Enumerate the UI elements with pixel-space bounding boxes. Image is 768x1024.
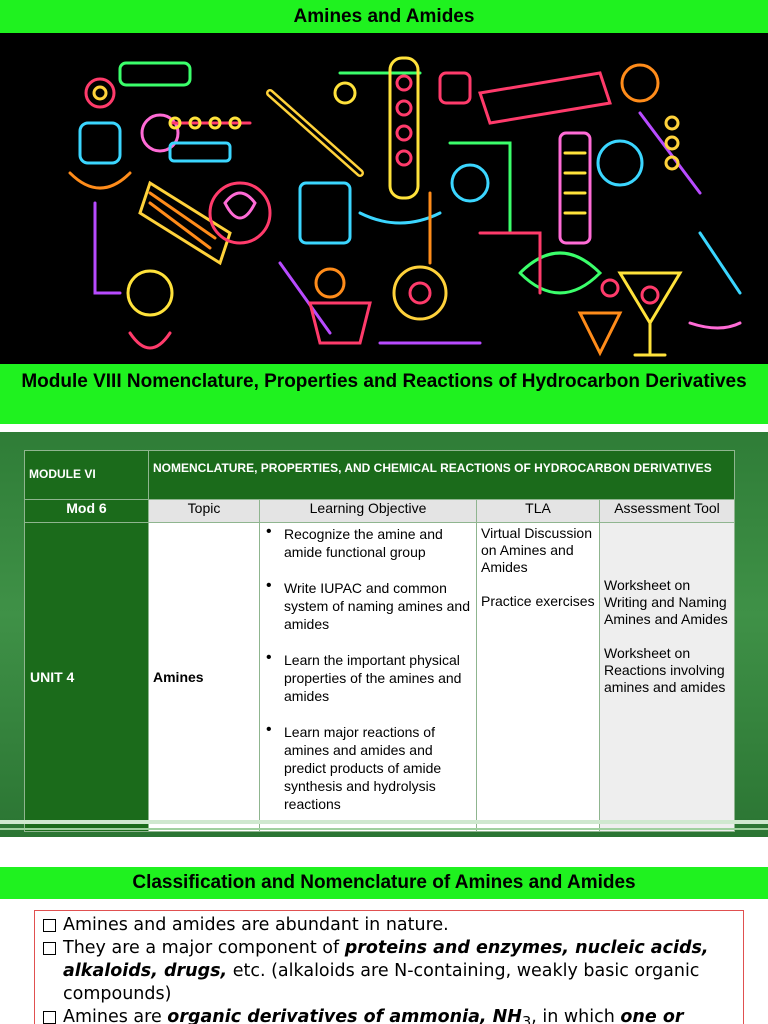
header-assessment-tool: Assessment Tool [598, 499, 736, 523]
slide3-title: Classification and Nomenclature of Amine… [0, 867, 768, 899]
objective-item: Learn the important physical properties … [266, 649, 474, 705]
module-label: MODULE VI [24, 450, 149, 500]
bullet-text: etc. (alkaloids are N-containing, weakly… [63, 961, 700, 1004]
bullet-text: Amines and amides are abundant in nature… [63, 915, 449, 935]
header-learning-objective: Learning Objective [259, 499, 477, 523]
tla-cell: Virtual Discussion on Amines and Amides … [476, 522, 600, 832]
tla-item: Practice exercises [481, 593, 595, 609]
slide1-subtitle: Module VIII Nomenclature, Properties and… [0, 364, 768, 424]
objective-item: Recognize the amine and amide functional… [266, 523, 474, 561]
objectives-cell: Recognize the amine and amide functional… [259, 522, 477, 832]
unit-label: UNIT 4 [24, 522, 149, 832]
topic-cell: Amines [148, 522, 260, 832]
header-topic: Topic [148, 499, 260, 523]
assessment-item: Worksheet on Reactions involving amines … [604, 645, 726, 695]
neon-machine-illustration [0, 33, 768, 364]
module-name: NOMENCLATURE, PROPERTIES, AND CHEMICAL R… [147, 450, 736, 500]
assessment-cell: Worksheet on Writing and Naming Amines a… [598, 522, 736, 832]
slide3-bullet-box: Amines and amides are abundant in nature… [34, 910, 744, 1024]
slide-gap [0, 424, 768, 432]
decorative-stripe [0, 820, 768, 824]
decorative-stripe [0, 828, 768, 830]
assessment-item: Worksheet on Writing and Naming Amines a… [604, 577, 728, 627]
subscript: 3 [521, 1013, 532, 1024]
slide2-module-table-slide: MODULE VI NOMENCLATURE, PROPERTIES, AND … [0, 432, 768, 837]
mod-label: Mod 6 [24, 499, 149, 523]
objective-item: Learn major reactions of amines and amid… [266, 721, 474, 813]
slide1-title: Amines and Amides [0, 0, 768, 33]
bullet-item: Amines and amides are abundant in nature… [41, 914, 743, 937]
header-tla: TLA [476, 499, 600, 523]
bullet-item: Amines are organic derivatives of ammoni… [41, 1006, 743, 1024]
bullet-text: Amines are [63, 1007, 168, 1024]
bullet-item: They are a major component of proteins a… [41, 937, 743, 1006]
tla-item: Virtual Discussion on Amines and Amides [481, 525, 593, 575]
bullet-emphasis: proteins and enzymes, nucleic acids, alk… [63, 938, 709, 981]
objective-item: Write IUPAC and common system of naming … [266, 577, 474, 633]
module-table: MODULE VI NOMENCLATURE, PROPERTIES, AND … [24, 450, 736, 832]
bullet-text: , in which [531, 1007, 621, 1024]
bullet-emphasis: one or [620, 1007, 684, 1024]
bullet-text: They are a major component of [63, 938, 345, 958]
bullet-emphasis: organic derivatives of ammonia, NH [167, 1007, 522, 1024]
